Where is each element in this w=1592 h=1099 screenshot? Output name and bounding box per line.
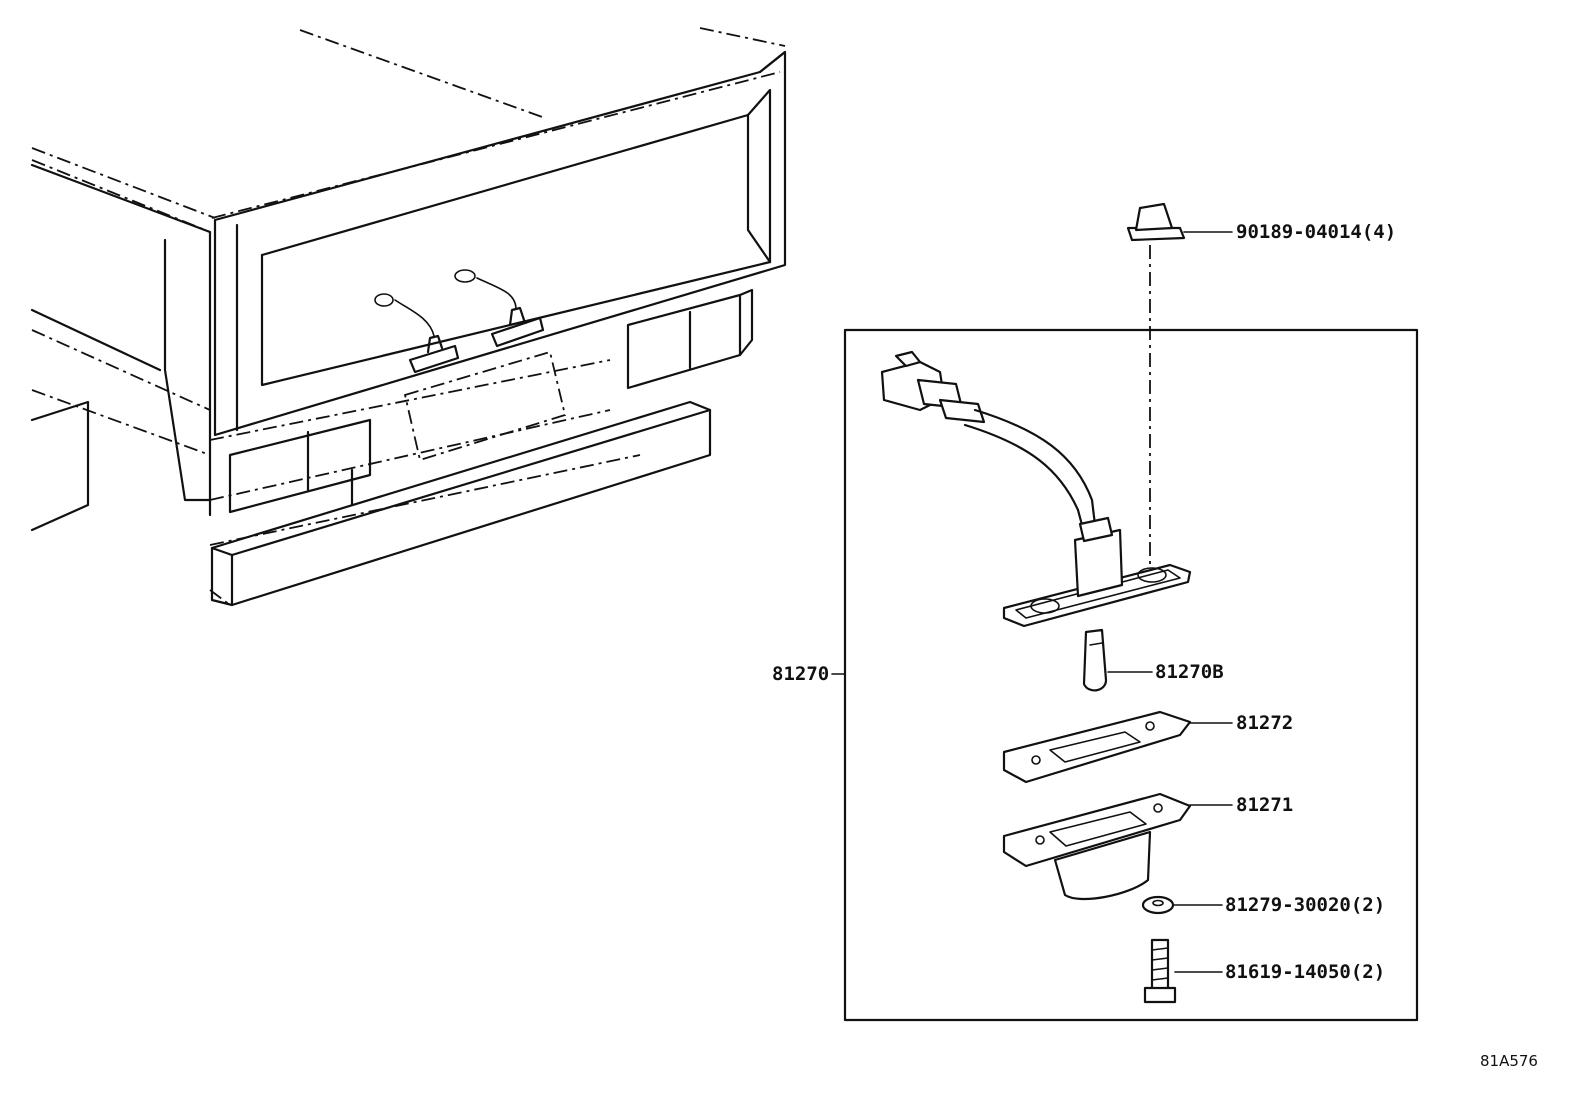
lamp-socket-icon — [880, 350, 1192, 628]
part-label-screw: 81619-14050(2) — [1225, 961, 1385, 983]
bulb-icon — [1082, 628, 1108, 692]
part-label-gasket: 81272 — [1236, 712, 1293, 734]
nut-icon — [1141, 895, 1175, 915]
part-label-housing: 81271 — [1236, 794, 1293, 816]
clip-nut-icon — [1126, 202, 1186, 242]
lamp-housing-icon — [1002, 792, 1192, 901]
part-label-clip: 90189-04014(4) — [1236, 221, 1396, 243]
figure-code: 81A576 — [1480, 1052, 1538, 1070]
screw-icon — [1143, 938, 1177, 1004]
assembly-frame — [843, 328, 1419, 1022]
part-label-assembly: 81270 — [772, 663, 829, 685]
part-label-nut: 81279-30020(2) — [1225, 894, 1385, 916]
truck-rear-illustration — [30, 27, 787, 607]
gasket-icon — [1002, 710, 1192, 784]
part-label-bulb: 81270B — [1155, 661, 1224, 683]
